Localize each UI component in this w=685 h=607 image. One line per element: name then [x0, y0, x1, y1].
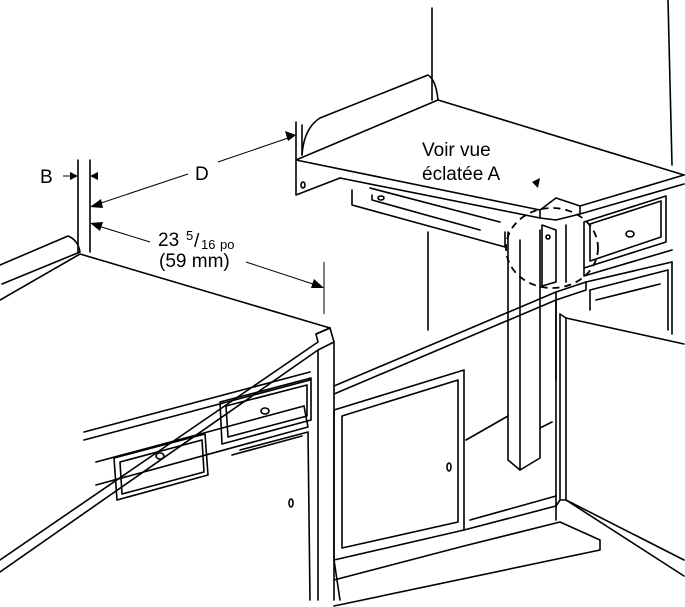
dim-b-arrow-right [90, 172, 98, 180]
dim-d-arrow-right [285, 131, 296, 141]
exploded-view-label-line2: éclatée A [422, 164, 500, 185]
clip-screw [545, 234, 551, 240]
door-knob [446, 462, 452, 472]
dim-d-line [91, 173, 189, 207]
countertop-front-strip [539, 205, 581, 221]
open-door-edge [559, 313, 567, 501]
middle-cabinet-top-rail [555, 281, 587, 301]
door-knob [288, 498, 294, 508]
dim-d-arrow-left [90, 199, 103, 208]
left-door-top [231, 435, 303, 456]
dim-depth-metric: (59 mm) [159, 251, 230, 272]
dimension-depth: 23 5 / 16 po (59 mm) [90, 222, 325, 314]
support-post-front [507, 229, 541, 471]
dim-depth-unit: po [220, 237, 234, 252]
open-door [565, 317, 685, 561]
left-door [239, 431, 311, 601]
label-d: D [195, 164, 209, 185]
middle-door-inner [341, 379, 459, 549]
mounting-bracket-slot [371, 194, 481, 231]
interior-line [465, 415, 509, 441]
right-cabinet-top [589, 269, 669, 331]
right-countertop-assembly [295, 74, 685, 471]
middle-cabinet-top-rail [333, 291, 557, 395]
open-door-bottom [565, 499, 685, 577]
drawer-knob [625, 230, 635, 238]
drawer-knob [260, 407, 270, 415]
dim-b-arrow-left [70, 172, 78, 180]
bracket-screw [377, 195, 385, 201]
right-wall [431, 0, 673, 166]
right-drawer [583, 195, 667, 269]
exploded-view-arrow [532, 178, 540, 188]
left-backsplash [0, 235, 81, 285]
mounting-bracket-top [369, 187, 501, 223]
dim-depth-whole: 23 [158, 230, 179, 251]
wall-corner-line [667, 0, 673, 166]
right-drawer-inner [589, 200, 662, 262]
right-countertop-underside [339, 177, 541, 219]
dim-depth-arrow-left [90, 222, 103, 231]
label-b: B [40, 167, 53, 188]
exploded-view-marker [505, 207, 599, 289]
drawer-knob [155, 452, 165, 460]
left-cabinet-rail [83, 379, 311, 441]
right-cabinet-top-inner [595, 283, 661, 301]
end-screw [300, 181, 306, 189]
clip-detail [541, 224, 557, 287]
open-door-hinge [559, 313, 567, 319]
dim-depth-slash: / [194, 231, 200, 252]
open-door-assembly [559, 261, 685, 577]
left-countertop-assembly [0, 159, 335, 601]
right-countertop-front-edge [295, 159, 685, 211]
left-cabinet-rail [83, 371, 311, 433]
dim-depth-arrow-right [311, 279, 324, 288]
mounting-bracket [351, 189, 506, 248]
dimension-d: D [90, 131, 296, 208]
cabinet-kick [333, 521, 601, 607]
right-countertop-back-edge [295, 99, 685, 176]
dim-depth-numerator: 5 [186, 228, 193, 243]
right-drawer-bottom [583, 249, 673, 277]
dim-depth-line [245, 261, 323, 288]
middle-cabinet [333, 261, 673, 607]
left-countertop-back-edge [0, 253, 331, 329]
right-countertop-end [295, 159, 341, 196]
countertop-front-strip [579, 183, 685, 215]
left-drawer-2 [219, 377, 312, 445]
exploded-view-label-line1: Voir vue [422, 140, 491, 161]
right-backsplash [301, 74, 439, 156]
left-drawer-2-inner [225, 384, 308, 438]
dim-d-line [217, 135, 295, 163]
cabinet-floor [463, 499, 561, 531]
interior-line [539, 421, 553, 429]
middle-cabinet-top-rail [585, 261, 673, 283]
left-drawer-1-inner [119, 439, 205, 495]
open-door-top [565, 317, 685, 345]
left-drawer-1 [113, 433, 209, 501]
cabinet-floor [469, 495, 557, 521]
dimension-b: B [40, 167, 98, 188]
dim-depth-line [91, 223, 151, 243]
dim-depth-denominator: 16 [201, 237, 215, 252]
